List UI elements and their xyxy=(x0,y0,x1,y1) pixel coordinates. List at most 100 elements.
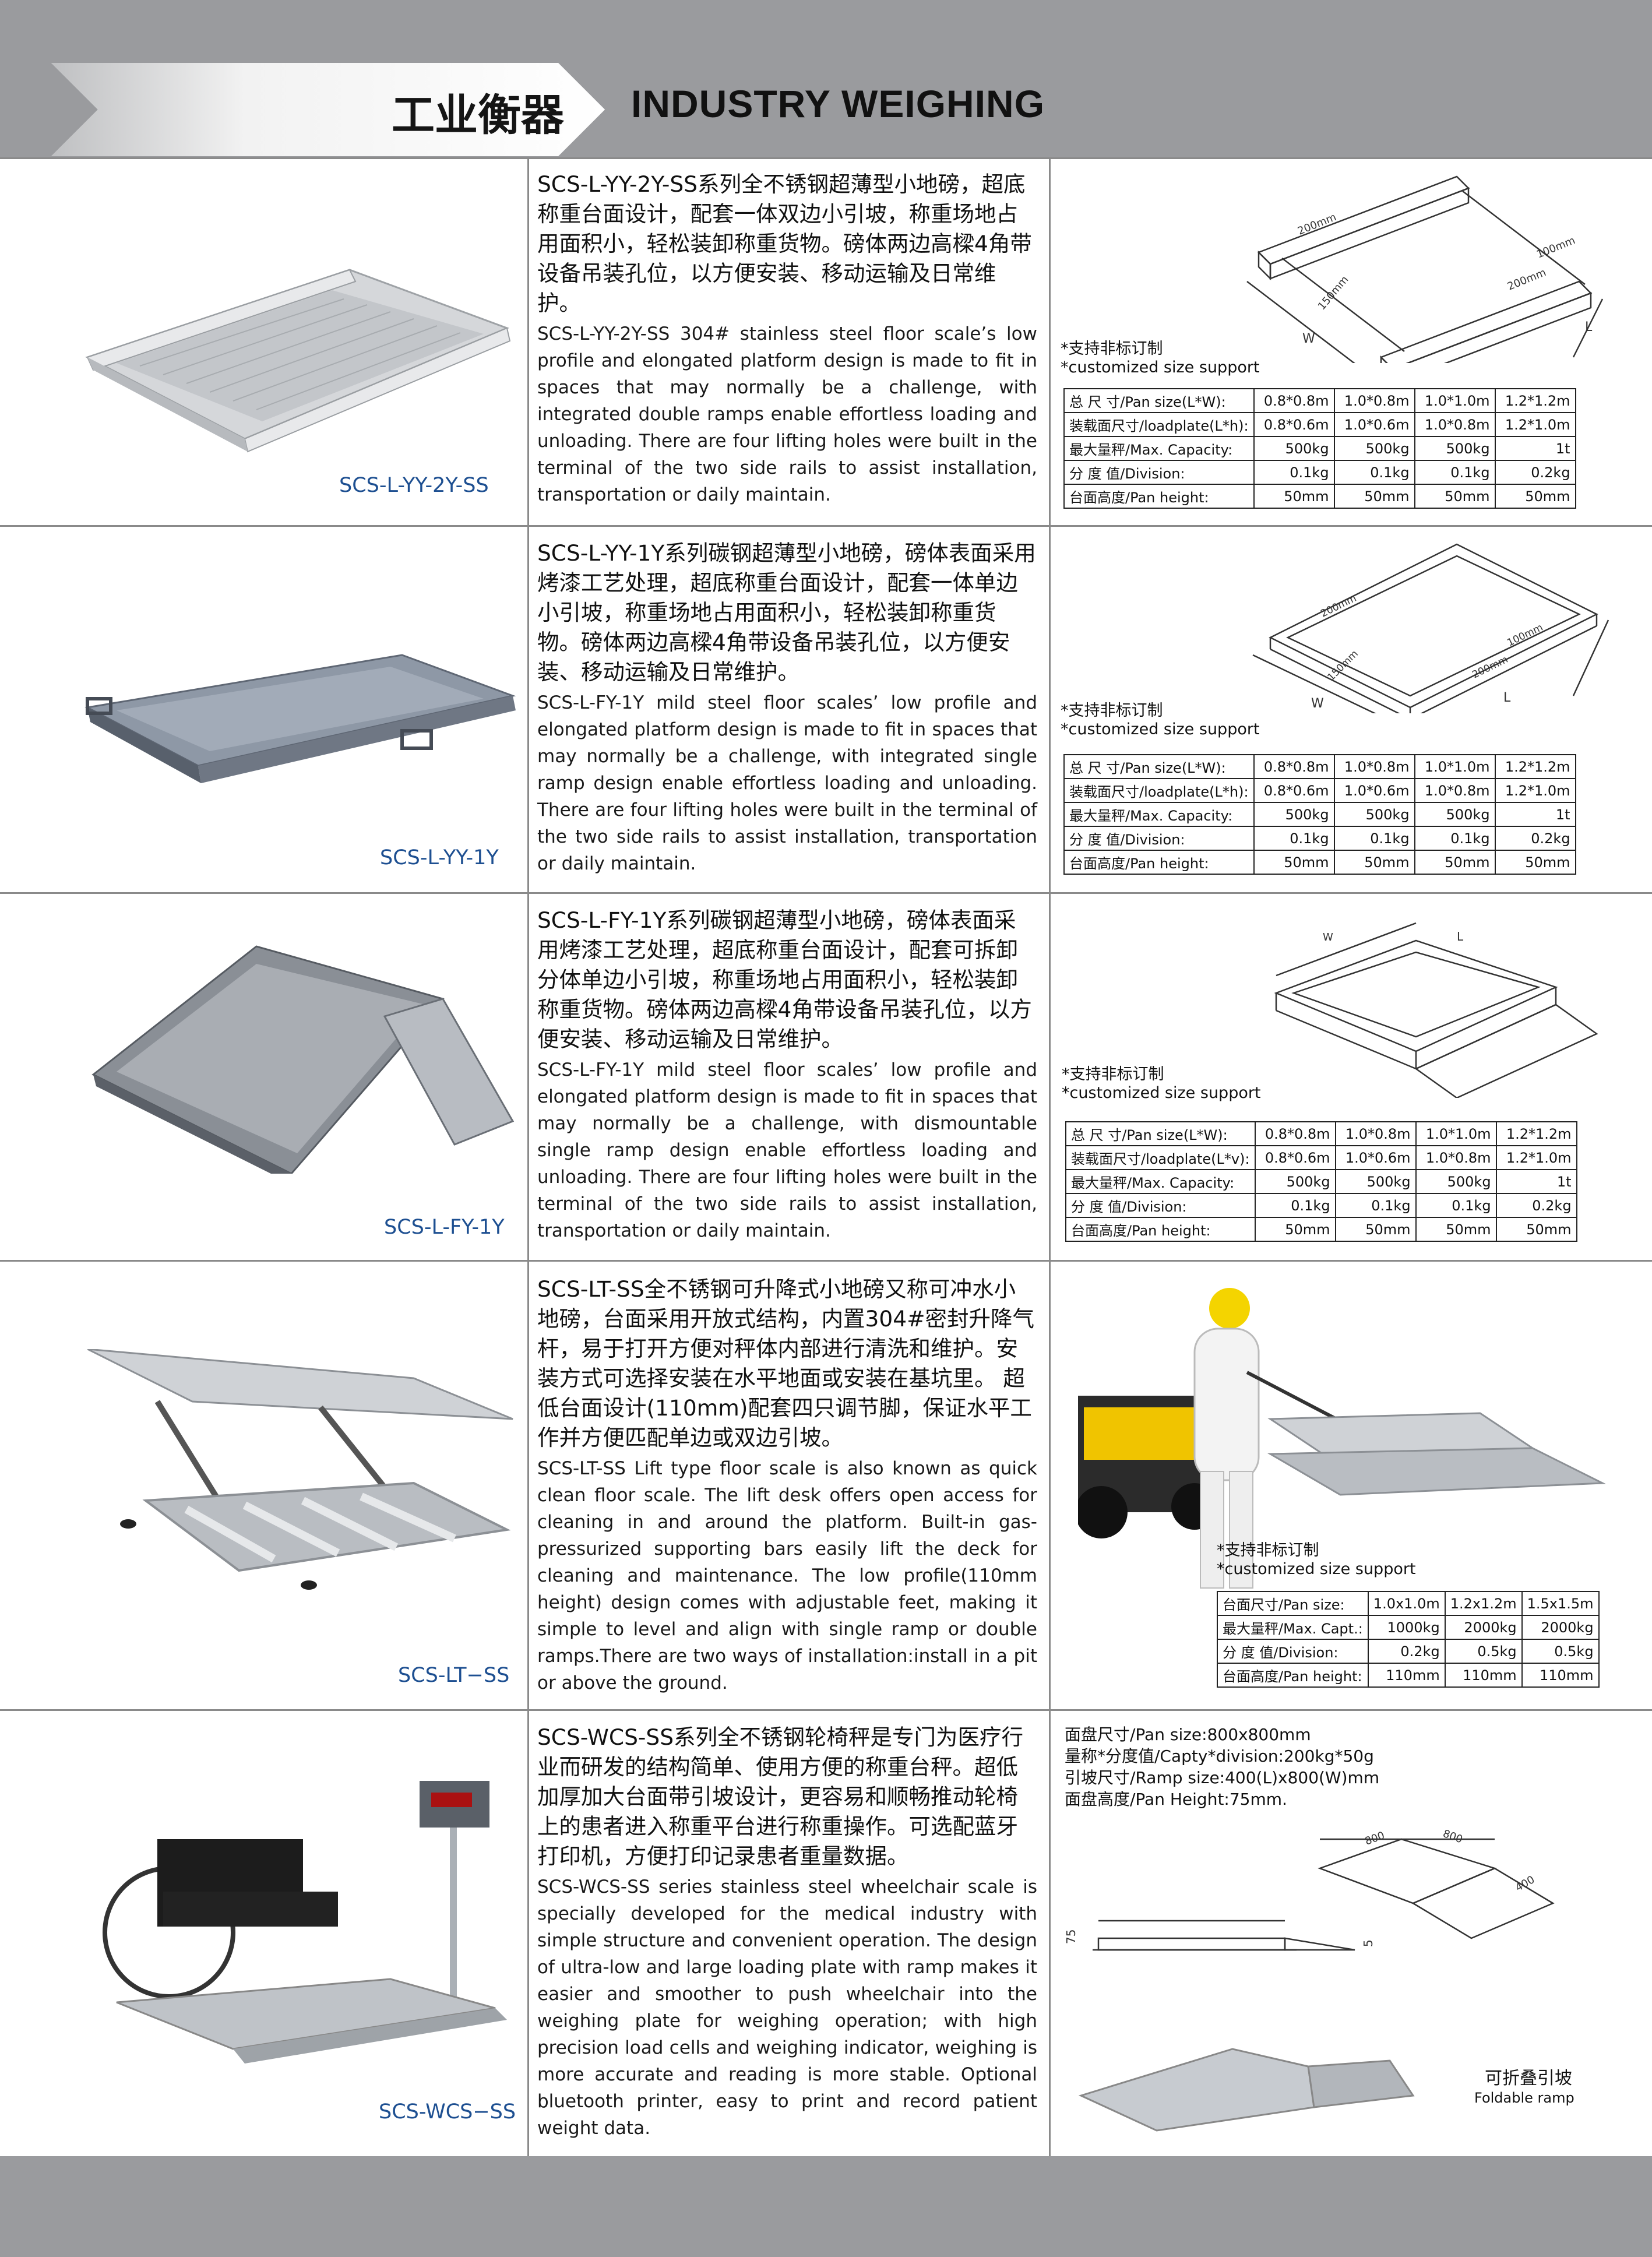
spec-label-cell: 分 度 值/Division: xyxy=(1217,1639,1369,1664)
dim-label-w: W xyxy=(1323,931,1333,943)
product-row-3: SCS-L-FY-1Y SCS-L-FY-1Y系列碳钢超薄型小地磅，磅体表面采用… xyxy=(0,892,1652,1262)
spec-value-cell: 0.1kg xyxy=(1333,460,1415,485)
spec-value-cell: 1.2*1.0m xyxy=(1494,412,1576,437)
spec-value-cell: 1.2x1.2m xyxy=(1444,1591,1523,1616)
spec-value-cell: 500kg xyxy=(1415,1169,1497,1194)
spec-value-cell: 110mm xyxy=(1367,1663,1446,1688)
spec-value-cell: 0.1kg xyxy=(1415,1193,1497,1218)
spec-value-cell: 500kg xyxy=(1254,1169,1336,1194)
spec-value-cell: 110mm xyxy=(1521,1663,1600,1688)
spec-value-cell: 1.0*1.0m xyxy=(1415,1121,1497,1146)
spec-label-cell: 台面高度/Pan height: xyxy=(1063,484,1255,509)
floor-scale-detachable-ramp-image xyxy=(91,945,515,1174)
page-header: 工业衡器 INDUSTRY WEIGHING xyxy=(0,0,1652,157)
spec-value-cell: 1.0*0.6m xyxy=(1333,412,1415,437)
spec-value-cell: 500kg xyxy=(1333,436,1415,461)
spec-label-cell: 台面高度/Pan height: xyxy=(1065,1217,1256,1242)
custom-size-note: *支持非标订制 *customized size support xyxy=(1061,702,1260,739)
spec-label-cell: 分 度 值/Division: xyxy=(1065,1193,1256,1218)
foldable-ramp-label-en: Foldable ramp xyxy=(1474,2090,1574,2106)
spec-value-cell: 50mm xyxy=(1415,1217,1497,1242)
spec-label-cell: 台面尺寸/Pan size: xyxy=(1217,1591,1369,1616)
product-row-5: SCS-WCS−SS SCS-WCS-SS系列全不锈钢轮椅秤是专门为医疗行业而研… xyxy=(0,1709,1652,2158)
model-label: SCS-L-YY-1Y xyxy=(380,846,499,869)
product-row-4: SCS-LT−SS SCS-LT-SS全不锈钢可升降式小地磅又称可冲水小地磅，台… xyxy=(0,1260,1652,1711)
spec-value-cell: 1.0*0.6m xyxy=(1334,1145,1417,1170)
product-description: SCS-L-YY-1Y系列碳钢超薄型小地磅，磅体表面采用烤漆工艺处理，超底称重台… xyxy=(537,538,1037,877)
spec-label-cell: 装载面尺寸/loadplate(L*v): xyxy=(1065,1145,1256,1170)
model-label: SCS-WCS−SS xyxy=(379,2100,516,2124)
spec-label-cell: 最大量秤/Max. Capt.: xyxy=(1217,1615,1369,1640)
product-description: SCS-LT-SS全不锈钢可升降式小地磅又称可冲水小地磅，台面采用开放式结构，内… xyxy=(537,1274,1037,1696)
spec-value-cell: 0.2kg xyxy=(1494,460,1576,485)
custom-note-cn: *支持非标订制 xyxy=(1061,340,1163,358)
dim-label-150: 150mm xyxy=(1325,648,1361,684)
spec-value-cell: 1.0*0.8m xyxy=(1333,388,1415,413)
spec-value-cell: 1.5x1.5m xyxy=(1521,1591,1600,1616)
spec-label-cell: 台面高度/Pan height: xyxy=(1063,850,1255,875)
dim-label-800a: 800 xyxy=(1364,1829,1386,1847)
spec-value-cell: 50mm xyxy=(1333,484,1415,509)
wheelchair-scale-diagram: 800 800 400 75 5 xyxy=(1064,1828,1555,2132)
spec-value-cell: 1.2*1.0m xyxy=(1494,778,1576,803)
spec-value-cell: 1.2*1.0m xyxy=(1495,1145,1577,1170)
dim-label-5: 5 xyxy=(1361,1939,1375,1947)
spec-label-cell: 分 度 值/Division: xyxy=(1063,460,1255,485)
spec-value-cell: 1t xyxy=(1494,436,1576,461)
spec-line-capacity: 量称*分度值/Capty*division:200kg*50g xyxy=(1065,1747,1374,1766)
custom-note-cn: *支持非标订制 xyxy=(1217,1541,1319,1559)
spec-value-cell: 1.0*0.8m xyxy=(1414,778,1496,803)
spec-value-cell: 0.8*0.8m xyxy=(1254,1121,1336,1146)
spec-value-cell: 50mm xyxy=(1494,484,1576,509)
product-description: SCS-L-FY-1Y系列碳钢超薄型小地磅，磅体表面采用烤漆工艺处理，超底称重台… xyxy=(537,906,1037,1244)
spec-value-cell: 0.8*0.6m xyxy=(1254,1145,1336,1170)
spec-label-cell: 分 度 值/Division: xyxy=(1063,826,1255,851)
product-row-1: SCS-L-YY-2Y-SS SCS-L-YY-2Y-SS系列全不锈钢超薄型小地… xyxy=(0,157,1652,527)
spec-value-cell: 0.5kg xyxy=(1521,1639,1600,1664)
spec-value-cell: 0.8*0.8m xyxy=(1253,388,1335,413)
custom-note-en: *customized size support xyxy=(1061,358,1260,376)
spec-label-cell: 最大量秤/Max. Capacity: xyxy=(1063,436,1255,461)
spec-value-cell: 50mm xyxy=(1495,1217,1577,1242)
lift-type-floor-scale-image xyxy=(87,1349,513,1590)
dim-label-200b: 200mm xyxy=(1506,266,1548,293)
dim-label-w: W xyxy=(1302,332,1315,346)
spec-value-cell: 1.0*0.8m xyxy=(1333,754,1415,779)
description-cn: SCS-L-FY-1Y系列碳钢超薄型小地磅，磅体表面采用烤漆工艺处理，超底称重台… xyxy=(537,907,1032,1052)
spec-value-cell: 500kg xyxy=(1253,802,1335,827)
spec-value-cell: 0.2kg xyxy=(1494,826,1576,851)
custom-note-cn: *支持非标订制 xyxy=(1062,1065,1164,1083)
spec-value-cell: 0.8*0.6m xyxy=(1253,778,1335,803)
spec-value-cell: 500kg xyxy=(1334,1169,1417,1194)
spec-value-cell: 500kg xyxy=(1333,802,1415,827)
dim-label-l: L xyxy=(1457,929,1464,943)
spec-value-cell: 0.2kg xyxy=(1495,1193,1577,1218)
spec-value-cell: 110mm xyxy=(1444,1663,1523,1688)
spec-value-cell: 1000kg xyxy=(1367,1615,1446,1640)
spec-label-cell: 台面高度/Pan height: xyxy=(1217,1663,1369,1688)
description-en: SCS-L-FY-1Y mild steel floor scales’ low… xyxy=(537,692,1037,874)
spec-label-cell: 最大量秤/Max. Capacity: xyxy=(1063,802,1255,827)
custom-note-cn: *支持非标订制 xyxy=(1061,702,1163,720)
spec-value-cell: 0.1kg xyxy=(1414,826,1496,851)
custom-size-note: *支持非标订制 *customized size support xyxy=(1062,1065,1261,1103)
spec-value-cell: 1.2*1.2m xyxy=(1495,1121,1577,1146)
spec-value-cell: 1.0*0.8m xyxy=(1334,1121,1417,1146)
spec-value-cell: 0.2kg xyxy=(1367,1639,1446,1664)
spec-value-cell: 1.0*0.6m xyxy=(1333,778,1415,803)
description-cn: SCS-LT-SS全不锈钢可升降式小地磅又称可冲水小地磅，台面采用开放式结构，内… xyxy=(537,1276,1034,1450)
